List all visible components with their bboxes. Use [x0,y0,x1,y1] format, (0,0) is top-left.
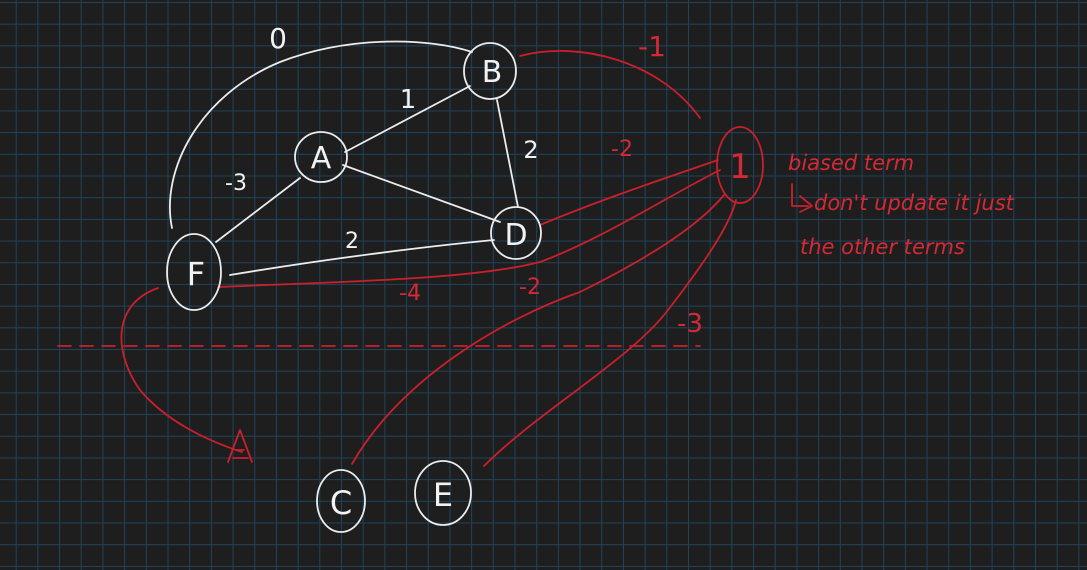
note-line-3: the other terms [800,235,965,259]
node-b-circle [463,42,517,100]
edge-a-f [215,177,301,243]
edge-f-d [229,239,495,276]
weight-b-bias: -1 [638,30,666,63]
weight-c-bias: -2 [519,275,541,300]
node-e-circle [414,460,472,526]
edge-f-bias [217,169,721,288]
node-bias-circle [716,126,764,204]
node-c-label: C [330,484,352,522]
weight-f-b: 0 [269,22,287,55]
node-a-label: A [311,141,332,176]
edge-e-bias [483,199,737,467]
weight-b-d: 2 [523,136,538,164]
weight-a-f: -3 [225,171,247,196]
weight-e-bias: -3 [677,309,703,339]
edge-c-bias [351,194,725,465]
node-c-circle [316,469,366,533]
weight-f-d: 2 [345,229,359,254]
node-bias-label: 1 [729,147,751,187]
node-d-circle [490,206,542,260]
node-d-label: D [504,218,527,253]
edge-b-d [496,99,519,208]
edge-f-b [169,40,473,229]
arrow-head [227,429,253,463]
arrow-f-down [120,287,243,453]
note-line-2: don't update it just [814,191,1015,215]
node-f-label: F [187,255,205,293]
edge-a-b [344,85,471,153]
node-a-circle [294,131,348,183]
weight-d-bias: -2 [611,137,633,162]
note-line-1: biased term [788,151,914,175]
edge-a-d [342,164,501,223]
note-corner-arrow [791,183,813,213]
edge-b-bias [519,50,701,119]
weight-f-bias: -4 [399,281,421,306]
weight-a-b: 1 [400,85,417,115]
node-b-label: B [482,55,503,90]
node-e-label: E [433,476,453,514]
edge-d-bias [539,159,719,226]
node-f-circle [166,233,222,311]
